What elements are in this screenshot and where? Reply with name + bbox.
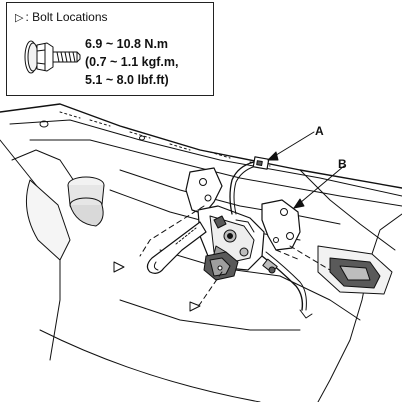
body-panel-bottom-curve [39,329,261,402]
channel-deep [159,249,361,321]
panel-hole-top-mid [139,135,145,141]
leader-b [293,165,345,209]
body-panel-right-outer [317,213,402,402]
bolt-icon [24,40,81,74]
release-cable [261,251,313,319]
bolt-marker-1 [113,261,125,273]
channel-upper [119,169,341,225]
bolt-markers [113,261,201,312]
right-mount-plate [261,199,301,251]
torque-nm: 6.9 ~ 10.8 N.m [85,37,169,51]
bolt-legend: ▷: Bolt Locations 6.9 ~ 10.8 N.m (0.7 ~ … [6,2,214,96]
leader-a-arrow [267,151,279,161]
torque-lbfft: 5.1 ~ 8.0 lbf.ft) [85,73,169,87]
torque-kgfm: (0.7 ~ 1.1 kgf.m, [85,55,179,69]
striker-pocket [317,245,393,295]
callout-b: B [338,157,347,171]
latch-actuator [203,251,239,281]
panel-hatch [59,111,271,167]
bump-stop [67,176,105,227]
body-panel-top-edge [0,103,402,189]
leader-b-arrow [293,198,305,209]
bolt-marker-icon: ▷ [15,12,24,24]
legend-title: ▷: Bolt Locations [15,10,108,24]
bolt-marker-2 [189,301,201,312]
alignment-guides [139,205,331,309]
callout-a: A [315,124,324,138]
channel-bottom [119,299,301,331]
legend-title-text: : Bolt Locations [25,10,108,24]
connector-wire [229,156,270,215]
left-pocket [25,179,71,261]
release-lever [146,221,207,274]
body-panel-right-flange [299,169,396,251]
panel-hole-top-left [39,120,49,128]
body-panel-upper-ridge [9,119,402,197]
body-panel-lower-ridge [29,139,402,207]
